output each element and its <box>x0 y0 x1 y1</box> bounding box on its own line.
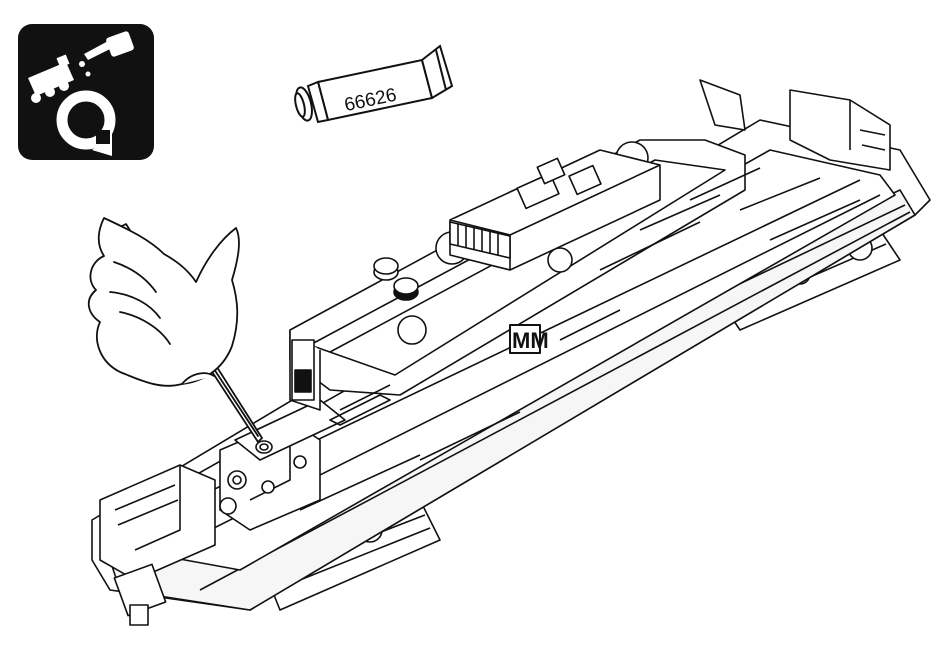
mm-logo: MM <box>510 325 549 353</box>
logo-text: MM <box>512 328 549 353</box>
hand-with-oil-needle <box>89 218 262 442</box>
hand-outline <box>89 218 239 386</box>
maintenance-icon <box>18 24 154 160</box>
lubricant-tube: 66626 <box>293 46 452 122</box>
